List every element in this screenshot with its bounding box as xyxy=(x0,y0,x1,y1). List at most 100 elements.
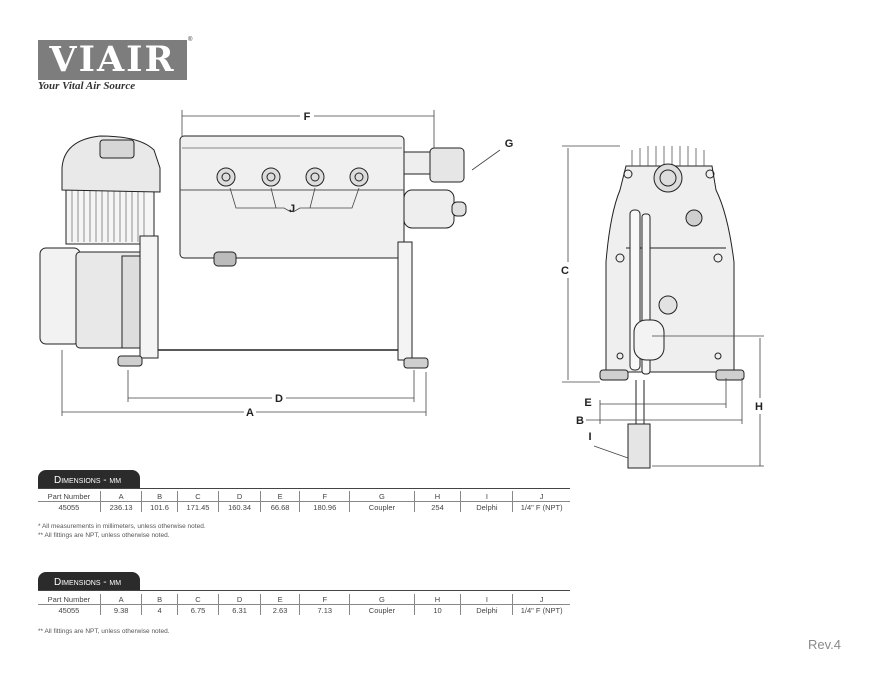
end-intake xyxy=(653,163,683,193)
coupler-g xyxy=(429,147,465,183)
side-view xyxy=(39,135,467,369)
label-c: C xyxy=(561,265,569,277)
table-header-cell: H xyxy=(414,594,462,605)
label-d: D xyxy=(275,393,283,405)
port-1 xyxy=(216,167,236,187)
table-header-cell: J xyxy=(512,594,570,605)
table-header-cell: F xyxy=(299,491,351,502)
label-a: A xyxy=(246,407,254,419)
left-foot xyxy=(117,355,143,367)
table-cell: 2.63 xyxy=(260,604,301,615)
label-j: J xyxy=(289,203,295,215)
side-view-dimensions xyxy=(61,110,501,416)
viair-logo: VIAIR ® Your Vital Air Source xyxy=(38,37,193,97)
table-cell: 66.68 xyxy=(260,501,301,512)
table-cell: 160.34 xyxy=(218,501,261,512)
table1-note-2: ** All fittings are NPT, unless otherwis… xyxy=(38,532,170,539)
delphi-connector xyxy=(627,423,651,469)
right-bracket xyxy=(397,241,413,361)
logo-brand: VIAIR xyxy=(49,39,176,80)
end-view xyxy=(599,146,745,469)
fin-lines xyxy=(71,186,145,242)
table2-rule xyxy=(38,590,570,591)
table-cell: 254 xyxy=(414,501,462,512)
drain-valve xyxy=(213,251,237,267)
table-row: 45055 9.38 4 6.75 6.31 2.63 7.13 Coupler… xyxy=(38,604,570,615)
table-header-cell: E xyxy=(260,594,301,605)
table-header-cell: C xyxy=(177,594,220,605)
table-cell: 4 xyxy=(141,604,178,615)
table-header-cell: I xyxy=(460,594,514,605)
table-header-cell: J xyxy=(512,491,570,502)
table1-rule xyxy=(38,488,570,489)
table-cell: Delphi xyxy=(460,604,514,615)
table2-note-1: ** All fittings are NPT, unless otherwis… xyxy=(38,628,170,635)
table-cell: 6.75 xyxy=(177,604,220,615)
revision-label: Rev.4 xyxy=(808,637,841,652)
table-header-cell: I xyxy=(460,491,514,502)
cylinder-head xyxy=(61,135,161,193)
table-cell: Delphi xyxy=(460,501,514,512)
motor-endcap xyxy=(39,247,81,345)
table-row: 45055 236.13 101.6 171.45 160.34 66.68 1… xyxy=(38,501,570,512)
table-header-cell: Part Number xyxy=(38,491,101,502)
table-cell: 10 xyxy=(414,604,462,615)
table-header-cell: D xyxy=(218,594,261,605)
label-e: E xyxy=(584,397,591,409)
label-g: G xyxy=(505,138,514,150)
label-f: F xyxy=(304,111,311,123)
dimensions-table-2: Part Number A B C D E F G H I J 45055 9.… xyxy=(38,594,570,615)
table-header-cell: G xyxy=(349,594,415,605)
port-2 xyxy=(261,167,281,187)
check-valve xyxy=(403,189,455,229)
table-cell: 6.31 xyxy=(218,604,261,615)
left-bracket xyxy=(139,235,159,359)
dimensions-table-1: Part Number A B C D E F G H I J 45055 23… xyxy=(38,491,570,512)
end-view-dimensions xyxy=(562,145,764,467)
table-header-cell: B xyxy=(141,594,178,605)
table-cell: 101.6 xyxy=(141,501,178,512)
logo-background xyxy=(38,40,187,80)
table-cell: 1/4" F (NPT) xyxy=(520,502,563,512)
head-cap xyxy=(99,139,135,159)
table-header-cell: F xyxy=(299,594,351,605)
table-header-cell: D xyxy=(218,491,261,502)
table-cell: 45055 xyxy=(38,604,101,615)
logo-registered-mark: ® xyxy=(188,37,193,43)
table-cell: 7.13 xyxy=(299,604,351,615)
manifold-box xyxy=(179,135,405,259)
label-h: H xyxy=(755,401,763,413)
table-header-cell: G xyxy=(349,491,415,502)
table2-header-row: Part Number A B C D E F G H I J xyxy=(38,594,570,605)
table1-header-row: Part Number A B C D E F G H I J xyxy=(38,491,570,502)
table-header-cell: A xyxy=(100,491,143,502)
coupler-body xyxy=(403,151,431,175)
cylinder-fins xyxy=(65,183,155,245)
table1-note-1: * All measurements in millimeters, unles… xyxy=(38,523,206,530)
table-cell: 1/4" F (NPT) xyxy=(520,605,563,615)
table-cell: Coupler xyxy=(349,501,415,512)
right-foot xyxy=(403,357,429,369)
table-header-cell: A xyxy=(100,594,143,605)
table1-title: Dimensions - mm xyxy=(38,470,140,489)
table-header-cell: Part Number xyxy=(38,594,101,605)
table-cell: Coupler xyxy=(349,604,415,615)
end-view-body xyxy=(605,165,735,373)
compressor-drawing: F D A G J C xyxy=(39,110,764,469)
port-4 xyxy=(349,167,369,187)
table-header-cell: B xyxy=(141,491,178,502)
port-3 xyxy=(305,167,325,187)
table-header-cell: H xyxy=(414,491,462,502)
table2-title: Dimensions - mm xyxy=(38,572,140,591)
table-header-cell: C xyxy=(177,491,220,502)
label-b: B xyxy=(576,415,584,427)
end-fins xyxy=(631,146,705,166)
logo-tagline: Your Vital Air Source xyxy=(38,80,136,92)
label-i: I xyxy=(588,431,591,443)
table-cell: 180.96 xyxy=(299,501,351,512)
table-cell: 45055 xyxy=(38,501,101,512)
table-header-cell: E xyxy=(260,491,301,502)
table-cell: 171.45 xyxy=(177,501,220,512)
table-cell: 9.38 xyxy=(100,604,143,615)
table-cell: 236.13 xyxy=(100,501,143,512)
